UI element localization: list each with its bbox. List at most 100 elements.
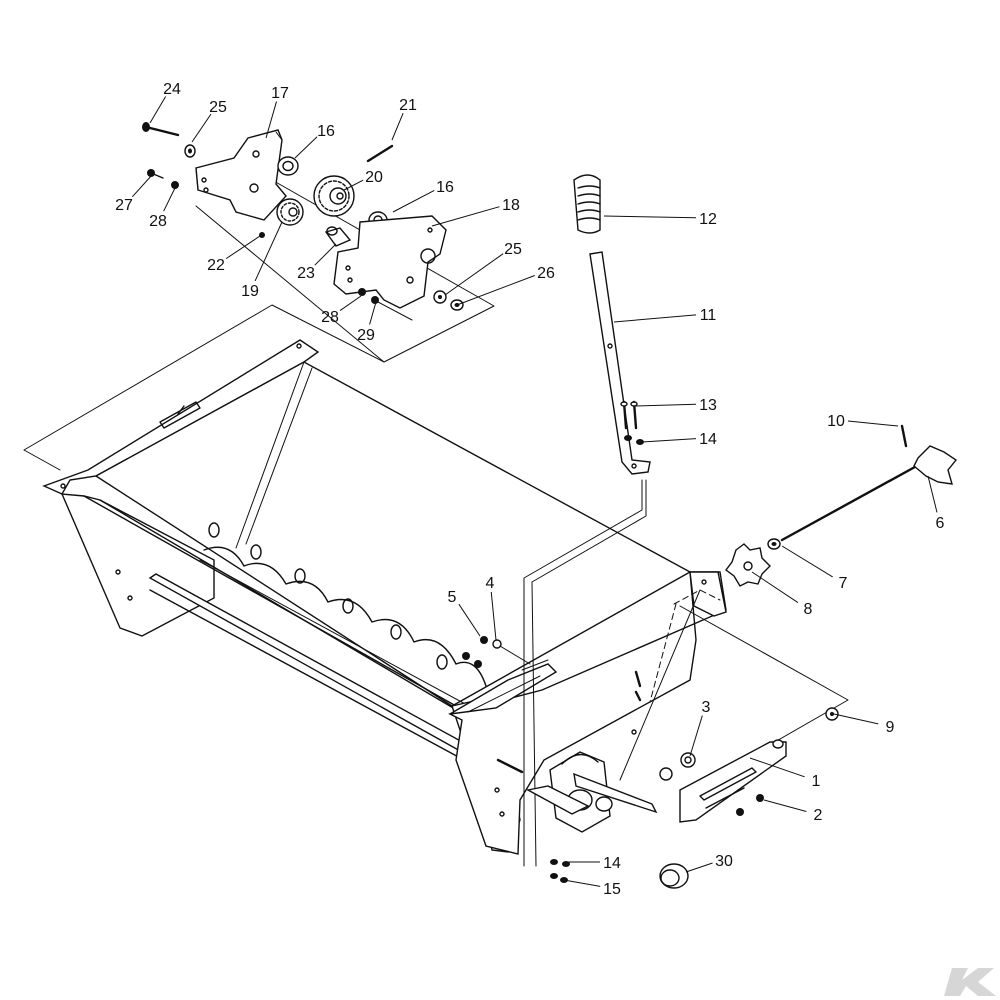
leader-line-30 xyxy=(685,862,713,873)
callout-6: 6 xyxy=(936,515,945,532)
leader-line-27 xyxy=(131,174,153,198)
callout-25b: 25 xyxy=(504,241,522,258)
callout-16b: 16 xyxy=(436,179,454,196)
leader-line-26 xyxy=(456,275,535,306)
leader-line-17 xyxy=(265,101,277,139)
callout-10: 10 xyxy=(827,413,845,430)
leader-line-19 xyxy=(254,221,283,282)
callout-3: 3 xyxy=(702,699,711,716)
callout-28a: 28 xyxy=(149,213,167,230)
leader-line-10 xyxy=(847,420,899,427)
callout-26: 26 xyxy=(537,265,555,282)
leader-line-9 xyxy=(833,713,879,725)
callout-8: 8 xyxy=(804,601,813,618)
callout-20: 20 xyxy=(365,169,383,186)
callout-13: 13 xyxy=(699,397,717,414)
knob-6 xyxy=(913,445,958,485)
callout-1: 1 xyxy=(812,773,821,790)
shaft-assembly xyxy=(525,751,689,889)
pin-10 xyxy=(900,424,908,448)
nut-22 xyxy=(259,232,265,238)
leader-line-25b xyxy=(444,253,504,296)
leader-line-3 xyxy=(689,715,703,757)
adjuster-assembly xyxy=(659,707,839,823)
lever-assembly xyxy=(573,174,651,475)
plate-1 xyxy=(679,741,787,823)
leader-line-6 xyxy=(927,475,938,513)
callout-15: 15 xyxy=(603,881,621,898)
leader-line-4 xyxy=(490,591,497,641)
callout-21: 21 xyxy=(399,97,417,114)
pin-21 xyxy=(366,144,394,163)
leader-line-25a xyxy=(191,113,212,143)
callout-25a: 25 xyxy=(209,99,227,116)
callout-14a: 14 xyxy=(699,431,717,448)
leader-line-8 xyxy=(751,571,799,604)
leader-line-18 xyxy=(431,206,500,227)
bolt-24 xyxy=(142,122,180,137)
bolt-27 xyxy=(147,169,164,179)
washer-3 xyxy=(680,752,696,768)
leader-line-14a xyxy=(641,438,697,443)
leader-line-28a xyxy=(163,187,176,212)
callout-labels: 2425171621201618272822192325262829121113… xyxy=(115,81,944,898)
callout-12: 12 xyxy=(699,211,717,228)
star-knob-8 xyxy=(725,543,771,587)
brand-logo xyxy=(944,968,996,996)
callout-16a: 16 xyxy=(317,123,335,140)
callout-7: 7 xyxy=(839,575,848,592)
plate-18 xyxy=(333,215,447,309)
hopper-body xyxy=(23,304,727,855)
callout-23: 23 xyxy=(297,265,315,282)
leader-line-20 xyxy=(343,179,364,191)
callout-17: 17 xyxy=(271,85,289,102)
callout-4: 4 xyxy=(486,575,495,592)
callout-5: 5 xyxy=(448,589,457,606)
callout-9: 9 xyxy=(886,719,895,736)
nut-28-upper xyxy=(171,181,179,189)
bushing-16-upper xyxy=(277,156,299,176)
callout-2: 2 xyxy=(814,807,823,824)
leader-line-16a xyxy=(294,136,318,159)
leader-line-13 xyxy=(635,403,697,407)
hardware-4-5 xyxy=(462,636,531,668)
callout-24: 24 xyxy=(163,81,181,98)
callout-22: 22 xyxy=(207,257,225,274)
callout-14b: 14 xyxy=(603,855,621,872)
leader-line-11 xyxy=(613,314,697,323)
rod-6 xyxy=(780,460,926,542)
callout-29: 29 xyxy=(357,327,375,344)
leader-line-7 xyxy=(781,545,833,578)
callout-27: 27 xyxy=(115,197,133,214)
leader-line-21 xyxy=(391,112,404,141)
leader-line-24 xyxy=(149,96,167,124)
plate-17 xyxy=(195,129,287,221)
gear-19 xyxy=(276,198,304,226)
leader-line-22 xyxy=(225,235,261,260)
spacer-23 xyxy=(324,226,352,247)
seed-cups xyxy=(199,522,487,713)
gearbox-parts xyxy=(142,122,464,321)
nut-29 xyxy=(371,296,379,304)
leader-line-16b xyxy=(392,190,435,213)
callout-28b: 28 xyxy=(321,309,339,326)
callout-18: 18 xyxy=(502,197,520,214)
bolts-13 xyxy=(620,400,638,430)
gear-20 xyxy=(313,175,355,217)
leader-line-5 xyxy=(458,603,481,637)
leader-line-28b xyxy=(339,295,362,311)
screws-2 xyxy=(736,794,764,816)
lever-11 xyxy=(589,251,651,475)
callout-19: 19 xyxy=(241,283,259,300)
leader-line-29 xyxy=(369,301,377,325)
nut-28-lower xyxy=(358,288,366,296)
callout-30: 30 xyxy=(715,853,733,870)
leader-line-2 xyxy=(763,799,807,812)
leader-line-23 xyxy=(314,243,337,266)
leader-line-12 xyxy=(603,215,697,219)
nuts-14-15-lower xyxy=(550,859,570,883)
nuts-14-upper xyxy=(624,435,632,441)
rod-assembly xyxy=(725,424,958,587)
leader-line-1 xyxy=(749,757,805,778)
